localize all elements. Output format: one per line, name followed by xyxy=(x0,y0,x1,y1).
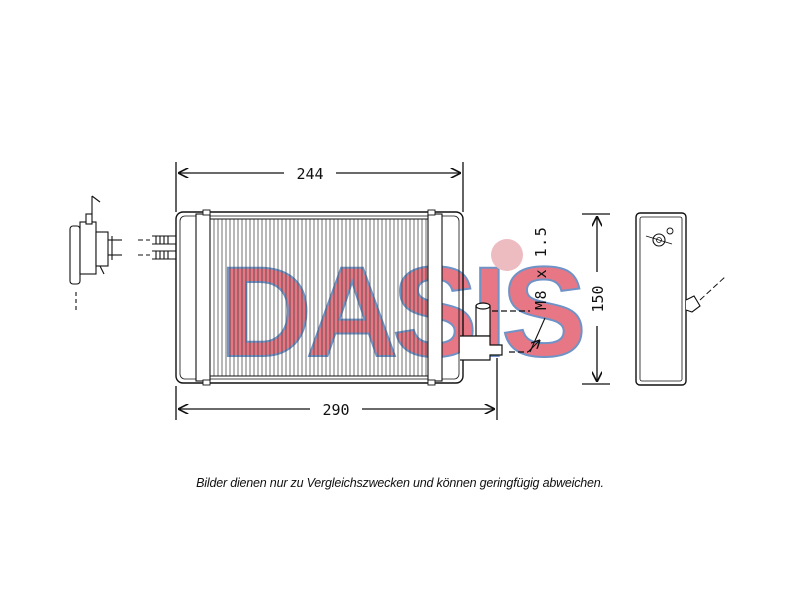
thread-label: M8 x 1.5 xyxy=(532,226,550,310)
inlet-studs xyxy=(138,235,176,260)
dimension-label-244: 244 xyxy=(296,165,323,183)
outlet-pipe xyxy=(460,302,530,361)
heater-core-side-view xyxy=(635,212,727,386)
heater-core-front-view xyxy=(175,209,464,386)
thread-callout: M8 x 1.5 xyxy=(527,226,550,353)
disclaimer-text: Bilder dienen nur zu Vergleichszwecken u… xyxy=(196,476,604,490)
dimension-290: 290 xyxy=(175,358,498,420)
flange-side-view xyxy=(69,195,122,312)
dimension-150: 150 xyxy=(582,213,610,385)
dimension-label-290: 290 xyxy=(322,401,349,419)
dimension-244: 244 xyxy=(175,162,464,212)
watermark-dot xyxy=(491,239,523,271)
dimension-label-150: 150 xyxy=(589,285,607,312)
